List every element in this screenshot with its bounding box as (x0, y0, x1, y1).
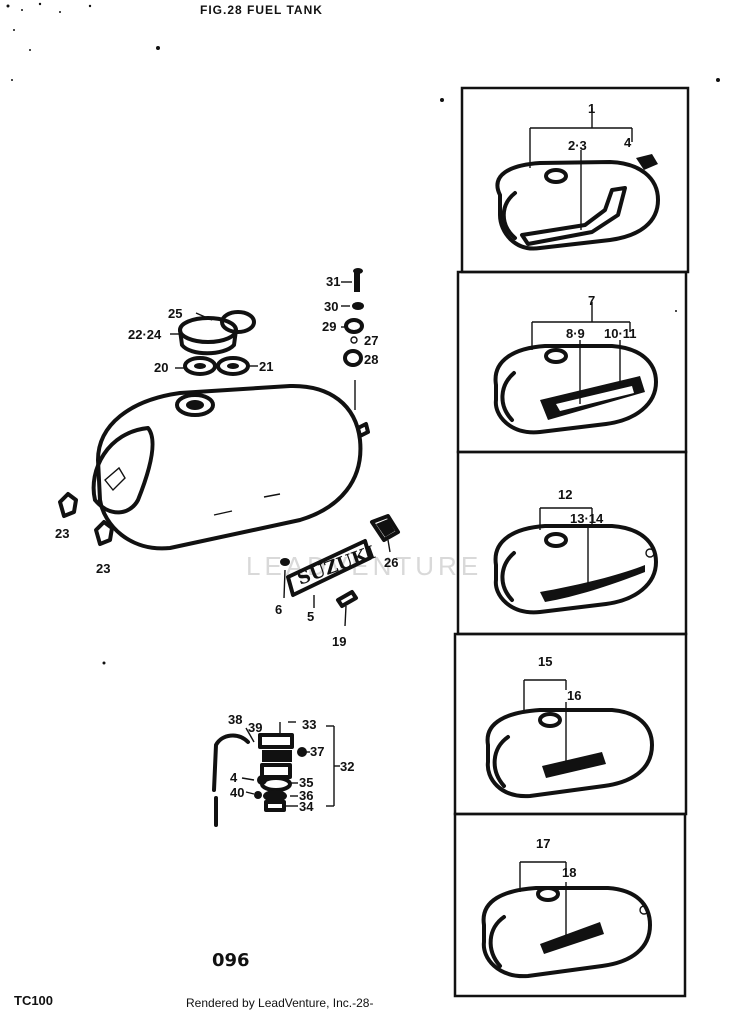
label-2-3: 2·3 (568, 138, 587, 153)
label-30: 30 (324, 299, 338, 314)
label-35: 35 (299, 775, 313, 790)
label-13-14: 13·14 (570, 511, 604, 526)
label-25: 25 (168, 306, 182, 321)
label-8-9: 8·9 (566, 326, 585, 341)
label-26: 26 (384, 555, 398, 570)
label-1: 1 (588, 101, 595, 116)
tank-variant-1 (495, 108, 660, 251)
label-21: 21 (259, 359, 273, 374)
label-10-11: 10·11 (604, 326, 637, 341)
variant-frames (453, 86, 690, 998)
label-4-cock: 4 (230, 770, 238, 785)
label-39: 39 (248, 720, 262, 735)
label-5: 5 (307, 609, 314, 624)
label-37: 37 (310, 744, 324, 759)
footer-credit: Rendered by LeadVenture, Inc.-28- (186, 996, 374, 1010)
label-33: 33 (302, 717, 316, 732)
label-7: 7 (588, 293, 595, 308)
label-17: 17 (536, 836, 550, 851)
mount-bolt-stack (341, 268, 364, 410)
label-19: 19 (332, 634, 346, 649)
page-code: 096 (212, 950, 250, 971)
label-36: 36 (299, 788, 313, 803)
fuel-cock-assembly (212, 721, 340, 827)
tank-variant-3 (493, 507, 658, 615)
main-fuel-tank (91, 383, 370, 551)
label-12: 12 (558, 487, 572, 502)
tank-variant-4 (485, 679, 654, 799)
label-6: 6 (275, 602, 282, 617)
label-34: 34 (299, 799, 314, 814)
figure-title: FIG.28 FUEL TANK (200, 3, 323, 17)
scan-specks (6, 2, 720, 665)
label-32: 32 (340, 759, 354, 774)
label-27: 27 (364, 333, 378, 348)
svg-text:SUZUKI: SUZUKI (295, 542, 379, 590)
label-16: 16 (567, 688, 581, 703)
label-20: 20 (154, 360, 168, 375)
model-code: TC100 (14, 993, 54, 1008)
label-23-left: 23 (55, 526, 69, 541)
label-22-24: 22·24 (128, 327, 162, 342)
filler-cap-parts (170, 310, 258, 376)
label-23-right: 23 (96, 561, 110, 576)
label-4: 4 (624, 135, 632, 150)
label-29: 29 (322, 319, 336, 334)
label-15: 15 (538, 654, 552, 669)
tank-variant-5 (481, 861, 652, 979)
tank-variant-2 (493, 302, 658, 435)
label-18: 18 (562, 865, 576, 880)
tank-cushions (58, 492, 114, 546)
label-40: 40 (230, 785, 244, 800)
label-38: 38 (228, 712, 242, 727)
label-28: 28 (364, 352, 378, 367)
label-31: 31 (326, 274, 340, 289)
